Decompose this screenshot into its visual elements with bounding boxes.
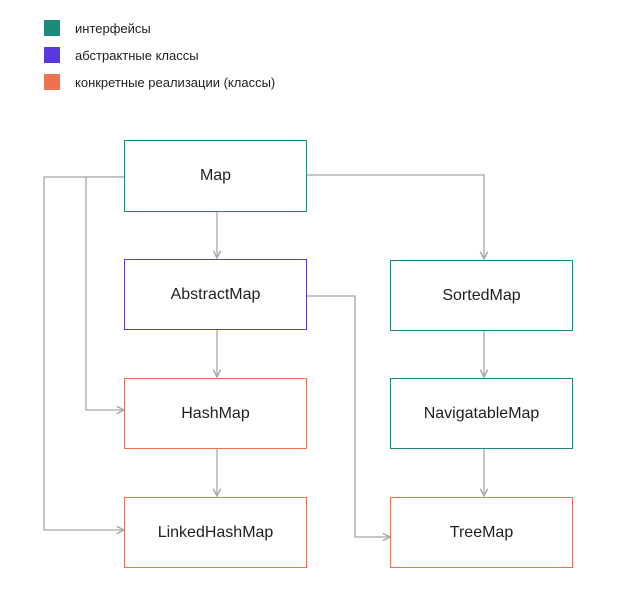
legend-swatch-abstract (44, 47, 60, 63)
edge-map-linkedhashmap (43, 176, 124, 530)
node-abstractmap: AbstractMap (124, 259, 307, 330)
legend-label-abstract: абстрактные классы (75, 47, 199, 63)
edge-map-sortedmap (307, 174, 484, 259)
legend-swatch-concrete (44, 74, 60, 90)
node-map: Map (124, 140, 307, 212)
node-hashmap: HashMap (124, 378, 307, 449)
legend-label-interface: интерфейсы (75, 20, 151, 36)
edge-map-hashmap (85, 176, 124, 410)
legend: интерфейсы абстрактные классы конкретные… (44, 20, 275, 101)
node-navigatablemap: NavigatableMap (390, 378, 573, 449)
node-linkedhashmap: LinkedHashMap (124, 497, 307, 568)
legend-item-abstract: абстрактные классы (44, 47, 275, 63)
node-treemap: TreeMap (390, 497, 573, 568)
legend-item-interface: интерфейсы (44, 20, 275, 36)
legend-label-concrete: конкретные реализации (классы) (75, 74, 276, 90)
node-sortedmap: SortedMap (390, 260, 573, 331)
legend-item-concrete: конкретные реализации (классы) (44, 74, 275, 90)
edge-abstractmap-treemap (307, 295, 390, 537)
legend-swatch-interface (44, 20, 60, 36)
